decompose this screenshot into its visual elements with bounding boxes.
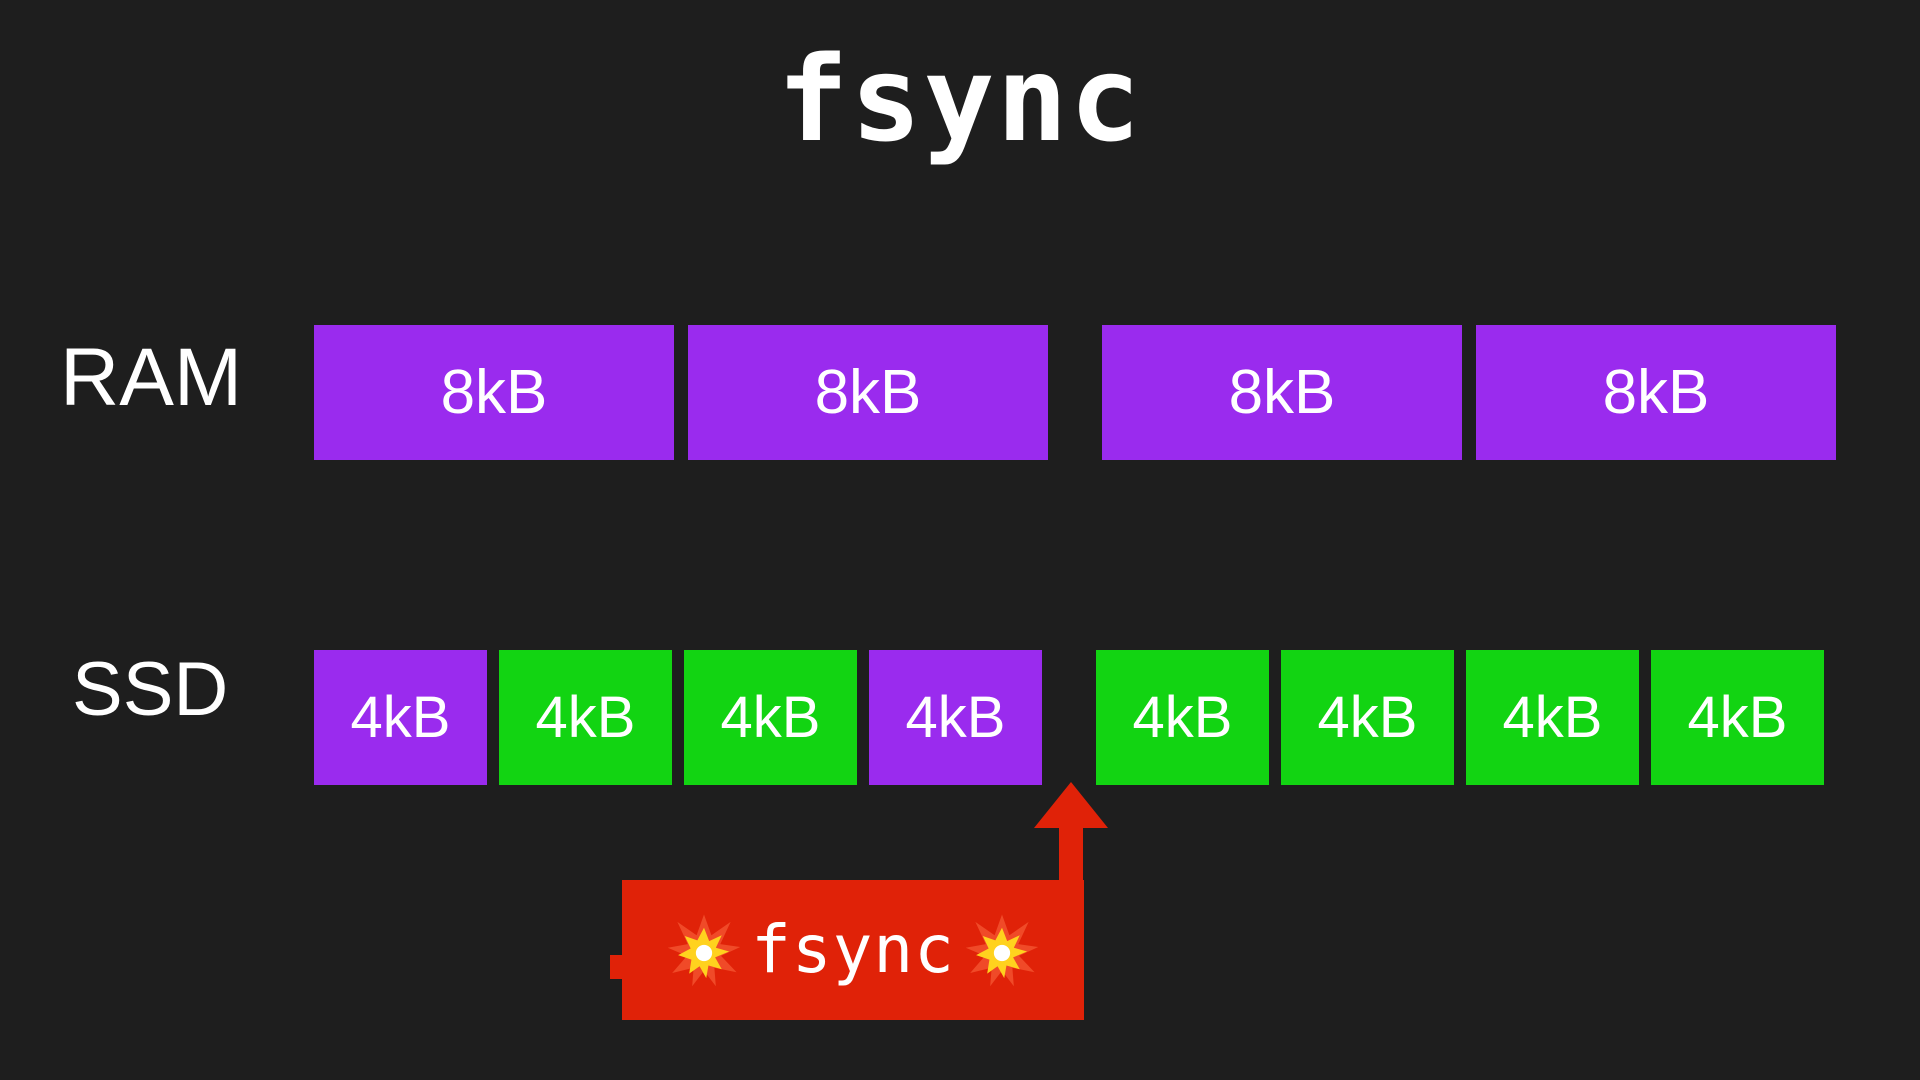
ssd-block: 4kB [684,650,857,785]
ssd-block-label: 4kB [1317,685,1418,750]
ssd-row-label: SSD [72,647,229,732]
ssd-block: 4kB [1281,650,1454,785]
ram-block-group: 8kB 8kB [1102,325,1836,460]
ssd-block: 4kB [314,650,487,785]
ram-block: 8kB [688,325,1048,460]
ssd-block-label: 4kB [1132,685,1233,750]
ssd-block-label: 4kB [720,685,821,750]
ram-block-label: 8kB [440,358,548,427]
ssd-block-label: 4kB [1502,685,1603,750]
fsync-label-text: fsync [751,911,955,988]
ram-block-label: 8kB [814,358,922,427]
ssd-block: 4kB [1651,650,1824,785]
ram-block-label: 8kB [1228,358,1336,427]
ssd-block: 4kB [869,650,1042,785]
collision-icon [965,914,1039,987]
page-title: fsync [777,30,1143,168]
ram-block-label: 8kB [1602,358,1710,427]
ram-block-row: 8kB 8kB 8kB 8kB [314,325,1836,460]
ram-block: 8kB [314,325,674,460]
fsync-label-box: fsync [622,880,1084,1020]
ram-block-group: 8kB 8kB [314,325,1048,460]
ram-block: 8kB [1476,325,1836,460]
fsync-callout: fsync [610,780,1110,1030]
ssd-block-label: 4kB [350,685,451,750]
ssd-block-group: 4kB 4kB 4kB 4kB [1096,650,1824,785]
collision-icon [667,914,741,987]
ram-row-label: RAM [60,332,243,423]
ssd-block-label: 4kB [535,685,636,750]
ssd-block-group: 4kB 4kB 4kB 4kB [314,650,1042,785]
ssd-block-label: 4kB [905,685,1006,750]
ssd-block-row: 4kB 4kB 4kB 4kB 4kB 4kB 4kB 4kB [314,650,1824,785]
ssd-block-label: 4kB [1687,685,1788,750]
ssd-block: 4kB [1466,650,1639,785]
ram-block: 8kB [1102,325,1462,460]
ssd-block: 4kB [1096,650,1269,785]
ssd-block: 4kB [499,650,672,785]
